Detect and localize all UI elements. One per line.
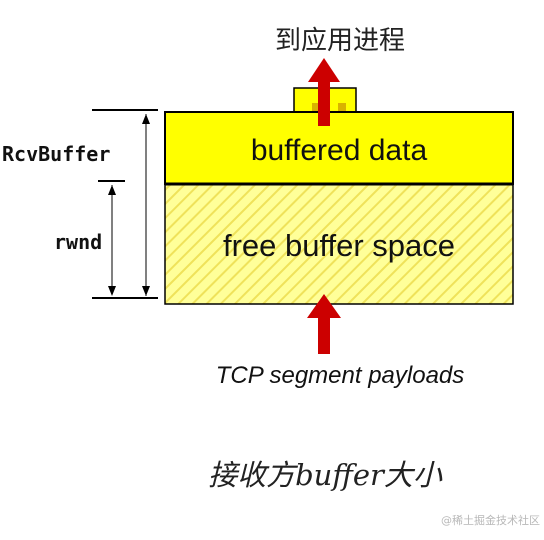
chunk-segment-right (338, 103, 346, 111)
to-application-label: 到应用进程 (274, 26, 405, 56)
rwnd-dimension (98, 180, 125, 296)
tcp-segment-payloads-label: TCP segment payloads (215, 362, 465, 389)
watermark: @稀土掘金技术社区 (441, 514, 540, 527)
chunk-segment-left (312, 103, 320, 111)
to-application-arrow (308, 58, 340, 126)
buffered-data-region (164, 111, 514, 185)
free-buffer-space-label: free buffer space (222, 228, 456, 263)
incoming-segment-arrow (307, 294, 341, 354)
free-buffer-region (164, 183, 514, 305)
buffered-data-label: buffered data (250, 134, 428, 167)
diagram-caption: 接收方buffer大小 (208, 458, 442, 492)
rwnd-label: rwnd (54, 230, 103, 254)
rcvbuffer-dimension (92, 109, 158, 299)
rcvbuffer-label: RcvBuffer (2, 142, 111, 166)
